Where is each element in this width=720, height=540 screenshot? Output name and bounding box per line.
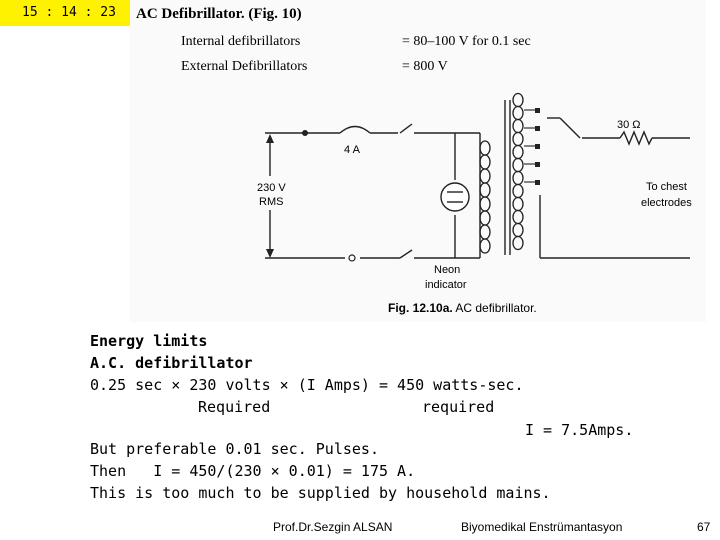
primary-coil [479,140,491,254]
required-label-1: Required [198,398,271,416]
secondary-coil [512,92,524,251]
footer-author: Prof.Dr.Sezgin ALSAN [273,520,393,534]
footer-page-number: 67 [697,520,711,534]
terminal-dot-top [302,130,308,136]
external-value: = 800 V [402,59,448,74]
fuse-label: 4 A [344,144,361,156]
heading-ac-defibrillator: A.C. defibrillator [90,354,253,372]
source-voltage-label: 230 V [257,182,286,194]
internal-value: = 80–100 V for 0.1 sec [402,34,531,49]
circuit-diagram: 4 A 230 V RMS 30 Ω To chest electrodes N… [257,92,692,315]
resistor-30-ohm [619,130,653,146]
current-result: I = 7.5Amps. [525,421,634,439]
external-label: External Defibrillators [181,59,308,74]
fuse-symbol [339,125,371,134]
source-rms-label: RMS [259,196,283,208]
primary-switch-bottom [399,249,413,259]
chest-label-line2: electrodes [641,197,692,209]
terminal-dot-bottom [348,254,356,262]
internal-label: Internal defibrillators [181,34,301,49]
arrow-head-down [266,249,274,258]
neon-label-line1: Neon [434,264,460,276]
equation-line: 0.25 sec × 230 volts × (I Amps) = 450 wa… [90,376,524,394]
chest-label-line1: To chest [646,181,687,193]
neon-indicator-icon [440,182,470,212]
then-line: Then I = 450/(230 × 0.01) = 175 A. [90,462,416,480]
arrow-head-up [266,134,274,143]
footer-course: Biyomedikal Enstrümantasyon [461,520,623,534]
figure-title: AC Defibrillator. (Fig. 10) [136,6,302,22]
figure-caption: Fig. 12.10a. AC defibrillator. [388,301,537,315]
neon-label-line2: indicator [425,279,467,291]
transformer-taps [535,108,540,185]
heading-energy-limits: Energy limits [90,332,208,350]
output-switch [559,117,581,139]
primary-switch-top [399,123,413,134]
resistor-label: 30 Ω [617,119,641,131]
required-label-2: required [422,398,495,416]
conclusion-line: This is too much to be supplied by house… [90,484,551,502]
figure-panel [130,0,706,322]
preferable-line: But preferable 0.01 sec. Pulses. [90,440,379,458]
clock-display: 15 : 14 : 23 [0,0,130,26]
